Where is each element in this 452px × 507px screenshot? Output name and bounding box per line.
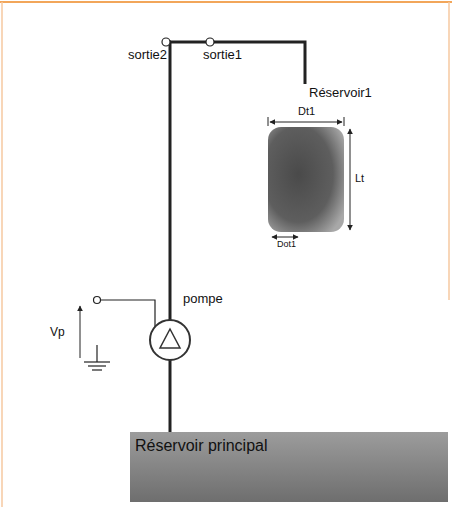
dimension-label: Lt xyxy=(355,172,364,184)
pipe xyxy=(169,292,172,320)
outlet-valve xyxy=(206,38,214,46)
dimension-tick xyxy=(344,117,345,126)
tank: Réservoir1 xyxy=(265,84,380,236)
outlet-valve xyxy=(162,38,170,46)
pipe xyxy=(169,362,172,432)
dimension-label: Dt1 xyxy=(298,105,315,117)
tank-symbol xyxy=(265,84,380,236)
outlet-label: sortie1 xyxy=(203,48,242,62)
dimension-label: Dot1 xyxy=(277,240,296,250)
frame-line xyxy=(448,2,450,300)
pump-triangle xyxy=(160,329,180,348)
outlet-label: sortie2 xyxy=(128,48,167,62)
ground-symbol xyxy=(88,365,106,366)
component-label: Réservoir1 xyxy=(309,86,372,100)
pump: pompe xyxy=(148,292,238,362)
ground-symbol xyxy=(92,369,102,370)
ground-symbol xyxy=(96,345,97,362)
dimension-arrow xyxy=(270,122,342,123)
voltage-arrow xyxy=(80,306,81,358)
tank-body xyxy=(268,127,344,232)
frame-line xyxy=(1,2,3,507)
dimension-tick xyxy=(268,117,269,126)
wire xyxy=(101,300,155,328)
frame-line xyxy=(0,1,452,3)
reservoir-label: Réservoir principal xyxy=(135,437,268,455)
ground-symbol xyxy=(84,361,110,362)
pump-circle xyxy=(150,320,190,360)
component-label: pompe xyxy=(183,292,223,306)
dimension-arrow xyxy=(350,129,351,230)
dimension-arrow xyxy=(272,237,298,238)
voltage-label: Vp xyxy=(50,326,65,339)
main-reservoir: Réservoir principal xyxy=(130,432,448,502)
terminal xyxy=(94,297,101,304)
